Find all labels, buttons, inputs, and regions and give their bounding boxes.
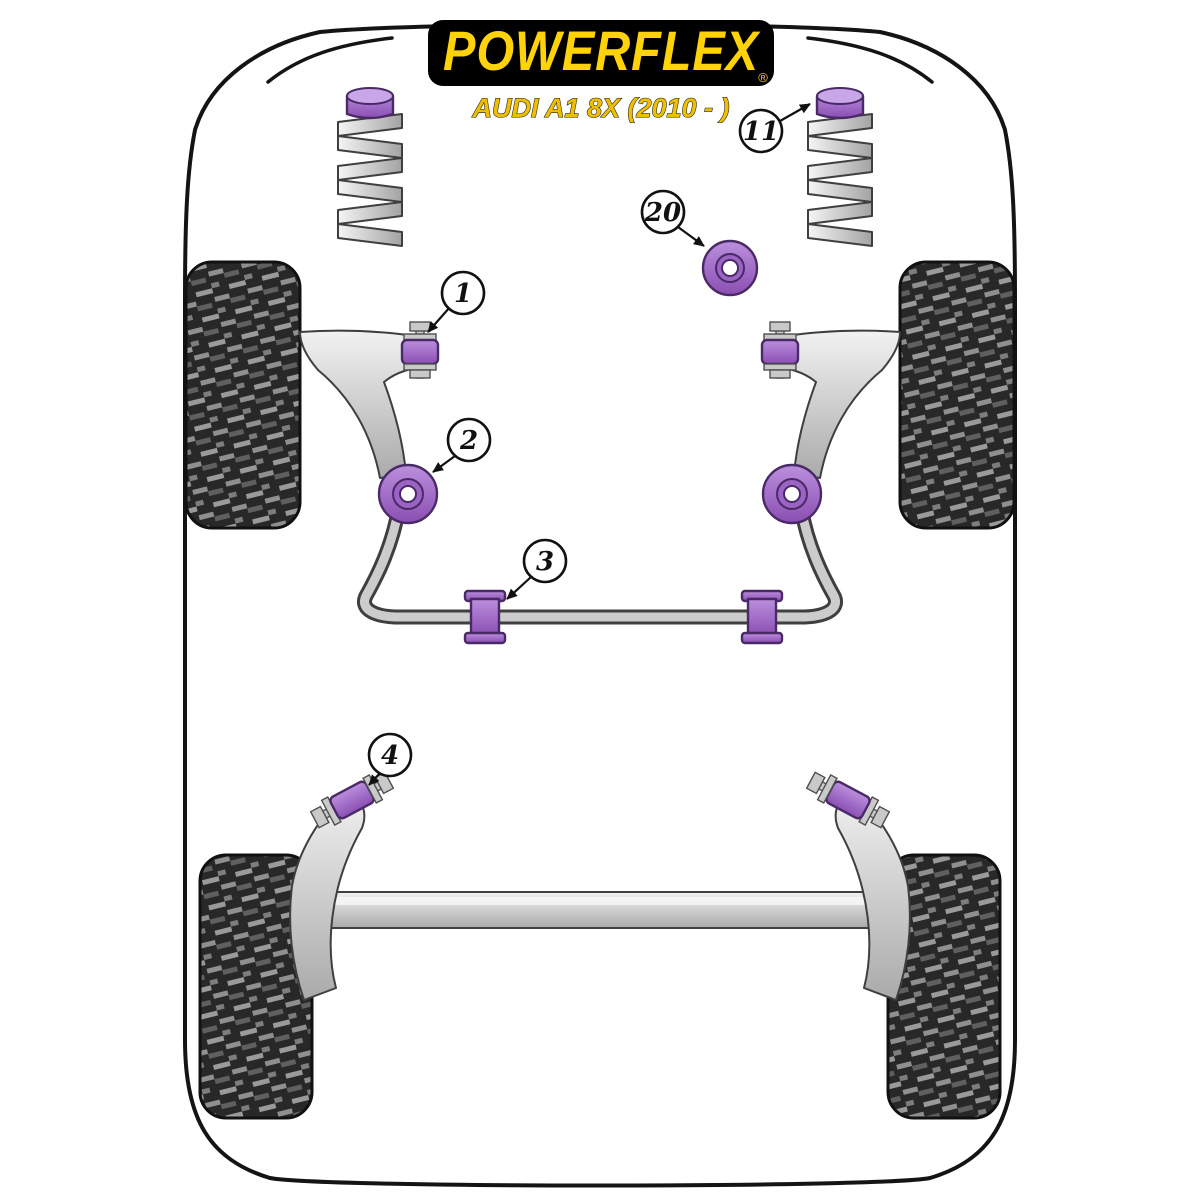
callout-4: 4 — [367, 732, 413, 786]
callout-1: 1 — [427, 270, 486, 333]
front-seam-left — [266, 36, 394, 84]
callout-1-label: 1 — [454, 279, 472, 309]
anti-roll-bar-bush-left — [463, 589, 507, 645]
callout-2-label: 2 — [459, 426, 478, 456]
callout-3: 3 — [506, 538, 568, 600]
callout-20-label: 20 — [644, 198, 681, 228]
callout-3-label: 3 — [536, 547, 554, 577]
brand-registered-mark: ® — [758, 70, 768, 85]
front-right-wheel — [898, 260, 1016, 530]
mount-bush-20 — [701, 239, 759, 297]
brand-logo-text: POWERFLEX — [443, 19, 761, 82]
callout-4-label: 4 — [381, 741, 399, 771]
brand-logo-background — [428, 20, 774, 86]
brand-logo: POWERFLEX ® — [428, 19, 774, 86]
callout-11-label: 11 — [743, 117, 779, 147]
callout-2: 2 — [432, 417, 492, 473]
anti-roll-bar — [360, 495, 840, 622]
callout-20: 20 — [640, 189, 705, 247]
front-seam-right — [806, 36, 934, 84]
anti-roll-bar-bush-right — [740, 589, 784, 645]
callout-11: 11 — [738, 103, 811, 154]
model-title: AUDI A1 8X (2010 - ) — [471, 93, 729, 123]
front-left-wheel — [184, 260, 302, 530]
rear-axle-beam — [319, 891, 881, 929]
